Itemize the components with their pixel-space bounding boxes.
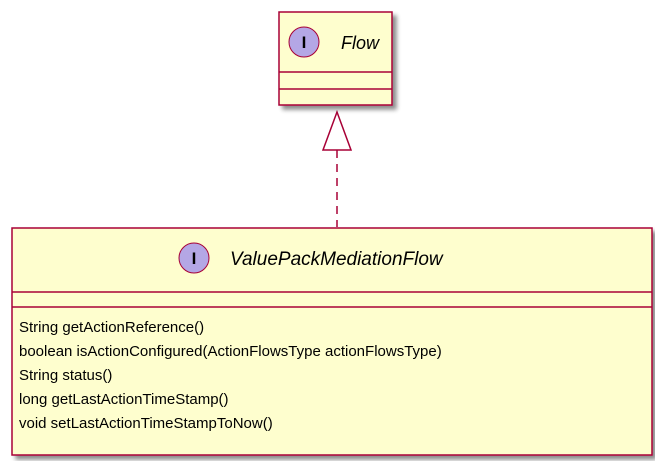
interface-flow-box (278, 11, 393, 106)
interface-valuepackmediationflow[interactable]: I ValuePackMediationFlow String getActio… (11, 227, 653, 456)
method-getactionreference: String getActionReference() (19, 319, 204, 336)
method-status: String status() (19, 367, 112, 384)
interface-flow-icon (288, 26, 320, 58)
interface-valuepackmediationflow-box (11, 227, 653, 456)
interface-valuepackmediationflow-icon-letter: I (192, 249, 197, 268)
interface-valuepackmediationflow-icon (178, 242, 210, 274)
realization-arrowhead (321, 109, 353, 151)
interface-flow[interactable]: I Flow (278, 11, 393, 106)
interface-flow-name: Flow (341, 33, 380, 53)
method-setlastactiontimestamptonow: void setLastActionTimeStampToNow() (19, 415, 273, 432)
method-getlastactiontimestamp: long getLastActionTimeStamp() (19, 391, 229, 408)
method-isactionconfigured: boolean isActionConfigured(ActionFlowsTy… (19, 343, 442, 360)
realization-arrow (321, 109, 353, 227)
interface-flow-icon-letter: I (302, 33, 307, 52)
interface-valuepackmediationflow-name: ValuePackMediationFlow (230, 249, 444, 270)
